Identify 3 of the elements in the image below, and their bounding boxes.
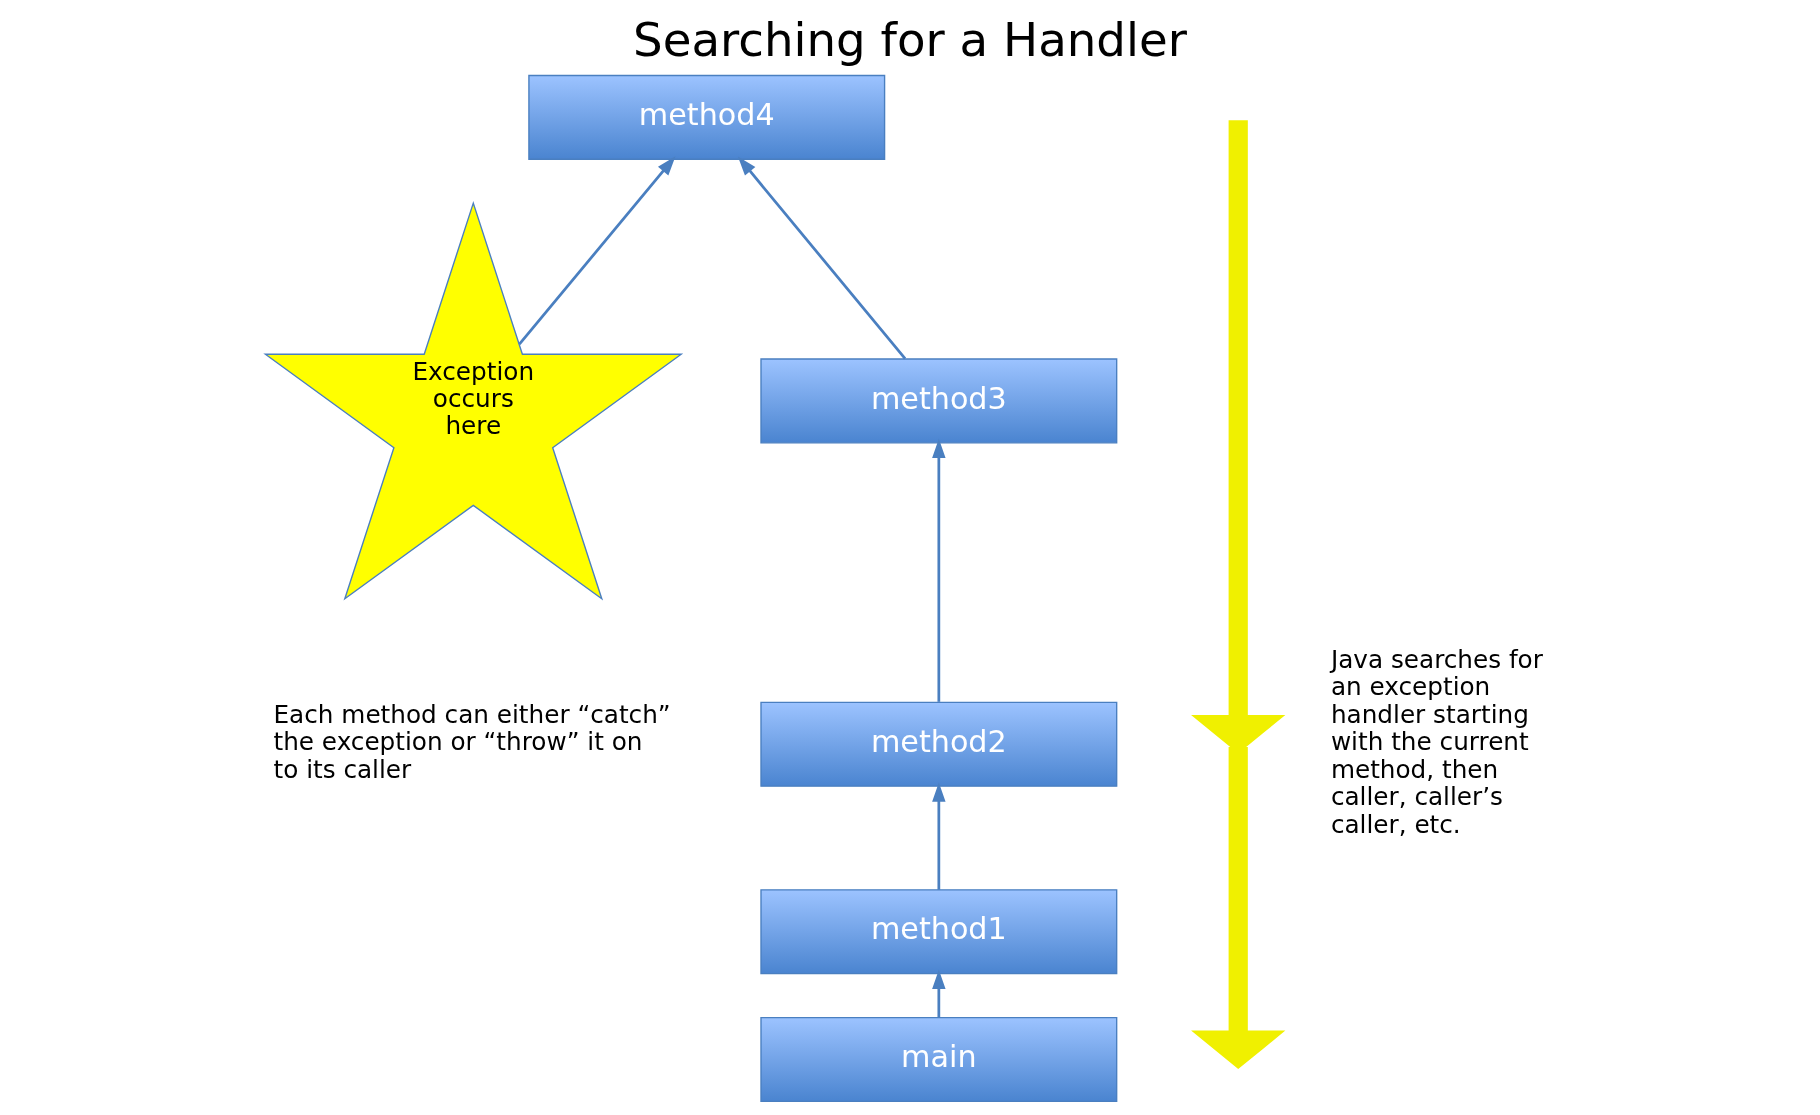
label: Each method can either “catch” the exception or “throw” it on to its caller — [273, 699, 671, 784]
diagram-title: Searching for a Handler — [633, 13, 1187, 68]
label: Java searches for an exception handler starting with the current method, then caller, caller’s caller, etc. — [1330, 644, 1543, 839]
